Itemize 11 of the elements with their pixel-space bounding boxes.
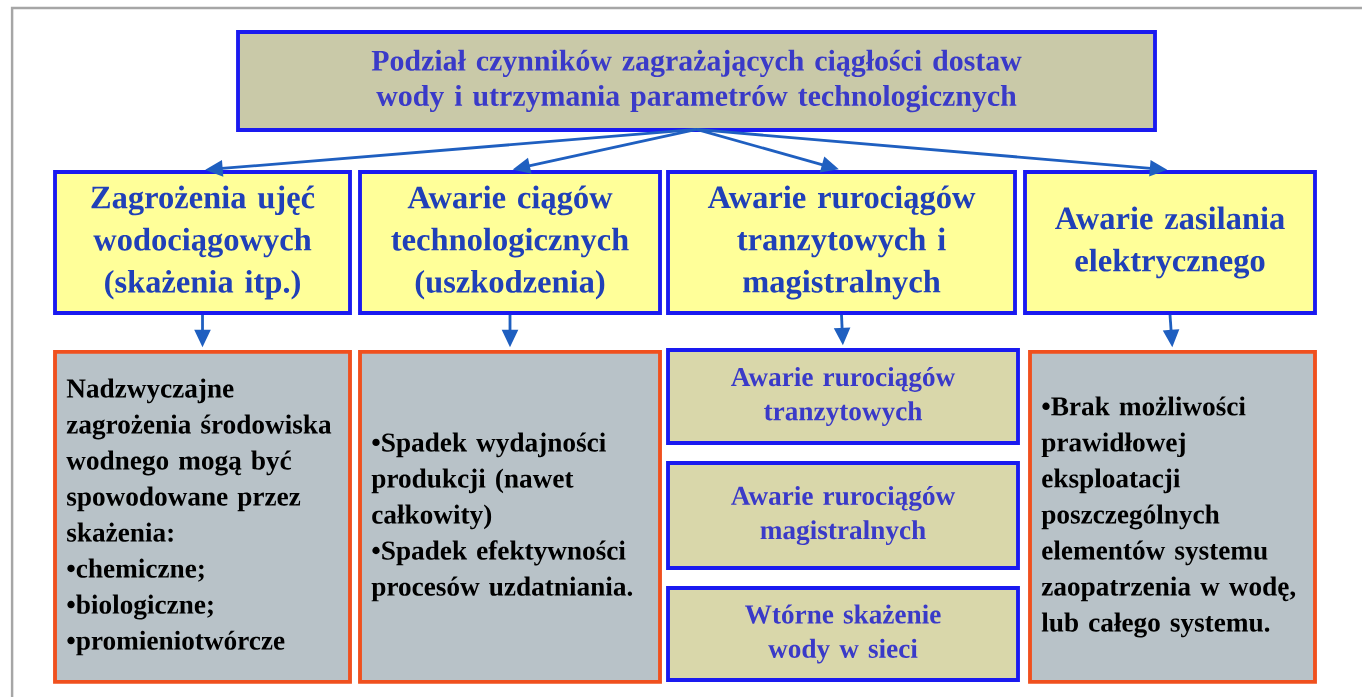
description-box: •Spadek wydajności produkcji (nawet całkowity) •Spadek efektywności procesów uzdatniania. <box>358 350 662 684</box>
subcategory-box: Awarie rurociągów magistralnych <box>666 461 1020 570</box>
description-box: •Brak możliwości prawidłowej eksploatacji poszczególnych elementów systemu zaopatrzenia w wodę, lub całego systemu. <box>1028 350 1317 684</box>
subcategory-box: Awarie rurociągów tranzytowych <box>666 348 1020 445</box>
description-box: Nadzwyczajne zagrożenia środowiska wodnego mogą być spowodowane przez skażenia: •chemiczne; •biologiczne; •promieniotwórcze <box>53 350 352 684</box>
category-box: Awarie zasilania elektrycznego <box>1023 170 1317 315</box>
category-box: Awarie ciągów technologicznych (uszkodzenia) <box>358 170 662 315</box>
subcategory-box: Wtórne skażenie wody w sieci <box>666 586 1020 682</box>
category-box: Awarie rurociągów tranzytowych i magistralnych <box>666 170 1017 315</box>
title-box: Podział czynników zagrażających ciągłości dostaw wody i utrzymania parametrów technologicznych <box>236 30 1157 132</box>
category-box: Zagrożenia ujęć wodociągowych (skażenia itp.) <box>53 170 352 315</box>
